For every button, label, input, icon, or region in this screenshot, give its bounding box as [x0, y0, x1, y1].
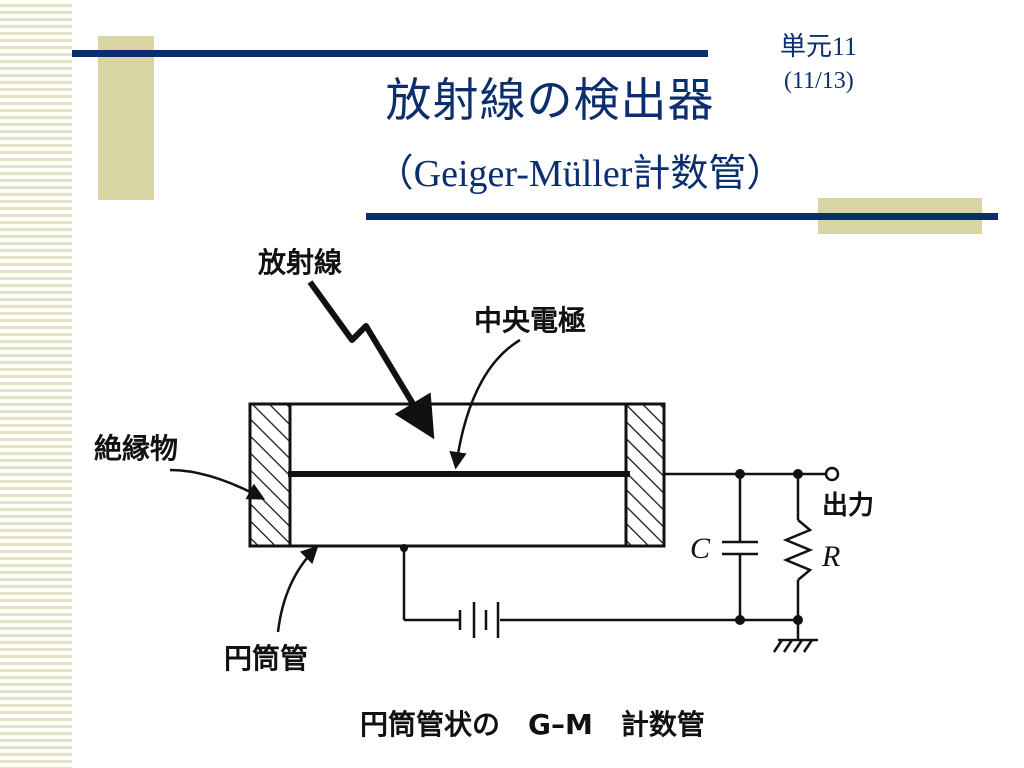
label-output: 出力 — [822, 491, 874, 521]
junction-dot — [793, 469, 803, 479]
slide-subtitle: （Geiger-Müller計数管） — [375, 153, 785, 195]
label-insulator: 絶縁物 — [94, 432, 178, 465]
label-center-electrode: 中央電極 — [474, 304, 586, 337]
junction-dot — [793, 615, 803, 625]
navy-rule-top — [72, 50, 708, 57]
radiation-arrow — [307, 280, 435, 440]
slide-title: 放射線の検出器 — [385, 73, 715, 127]
navy-rule-bottom — [366, 213, 998, 220]
center-electrode-pointer — [449, 338, 521, 470]
unit-label: 単元11 — [780, 32, 858, 61]
junction-dot — [735, 469, 745, 479]
circuit — [402, 472, 826, 653]
olive-block-top — [98, 36, 154, 200]
diagram-caption: 円筒管状の G–M 計数管 — [360, 708, 705, 741]
label-radiation: 放射線 — [257, 246, 342, 279]
cylinder-pointer — [276, 545, 319, 633]
label-capacitor: C — [690, 532, 711, 565]
insulator-right — [624, 402, 666, 548]
label-resistor: R — [821, 540, 840, 573]
output-terminal — [824, 466, 840, 482]
insulator-pointer — [169, 468, 266, 500]
left-stripe-decoration — [0, 0, 72, 768]
page-indicator: (11/13) — [784, 68, 854, 94]
junction-dot — [735, 615, 745, 625]
label-cylinder: 円筒管 — [224, 642, 308, 675]
junction-dot — [400, 544, 408, 552]
insulator-left — [248, 402, 292, 548]
